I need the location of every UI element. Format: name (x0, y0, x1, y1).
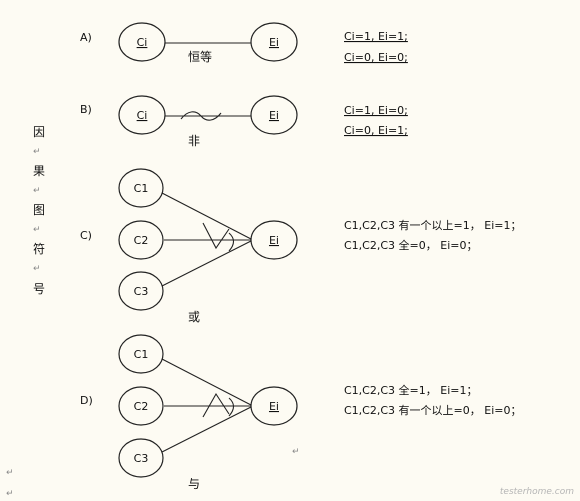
cause-node-label: Ci (137, 109, 148, 122)
paragraph-mark: ↵ (6, 468, 14, 478)
title-char: 号 (33, 282, 45, 296)
paragraph-mark: ↵ (6, 489, 14, 499)
section-label: B) (80, 103, 92, 116)
rule-line: C1,C2,C3 有一个以上=1， Ei=1； (344, 218, 521, 232)
cause-node (118, 168, 164, 208)
section-label: D) (80, 394, 93, 407)
cause-node-label: C3 (134, 285, 149, 298)
paragraph-mark: ↵ (33, 147, 41, 157)
and-arc (228, 397, 235, 417)
cause-node-label: C1 (134, 182, 149, 195)
title-char: 符 (33, 241, 45, 256)
relation-label: 或 (188, 310, 200, 324)
cause-node (118, 220, 164, 260)
vertical-title: 因 ↵ 果 ↵ 图 ↵ 符 ↵ 号 (33, 125, 45, 296)
rule-line: C1,C2,C3 有一个以上=0， Ei=0； (344, 403, 521, 417)
and-symbol (202, 392, 230, 418)
section-or: C) C1 C2 C3 Ei 或 C1,C2,C3 有一个以上=1， Ei=1；… (80, 168, 521, 324)
or-edge (161, 240, 252, 287)
cause-node-label: C3 (134, 452, 149, 465)
effect-node (250, 22, 298, 62)
or-symbol (202, 222, 230, 250)
cause-node (118, 438, 164, 478)
or-arc (228, 232, 235, 252)
cause-node-label: C2 (134, 234, 149, 247)
paragraph-mark: ↵ (292, 447, 300, 457)
cause-node-label: C2 (134, 400, 149, 413)
relation-label: 非 (188, 134, 200, 148)
section-not: B) Ci Ei 非 Ci=1, Ei=0; Ci=0, Ei=1; (80, 95, 408, 148)
cause-node (118, 386, 164, 426)
section-identity: A) Ci Ei 恒等 Ci=1, Ei=1; Ci=0, Ei=0; (80, 22, 408, 64)
title-char: 果 (33, 164, 45, 178)
negation-tilde (180, 111, 222, 121)
effect-node (250, 386, 298, 426)
and-edge (161, 358, 252, 406)
watermark: testerhome.com (500, 487, 574, 497)
paragraph-mark: ↵ (33, 186, 41, 196)
rule-line: C1,C2,C3 全=1， Ei=1； (344, 383, 477, 397)
section-and: D) C1 C2 C3 Ei 与 C1,C2,C3 全=1， Ei=1； C1,… (80, 334, 521, 491)
effect-node-label: Ei (269, 109, 279, 122)
cause-node (118, 334, 164, 374)
rule-line: C1,C2,C3 全=0， Ei=0； (344, 238, 477, 252)
paragraph-mark: ↵ (33, 264, 41, 274)
relation-label: 恒等 (188, 50, 212, 64)
section-label: C) (80, 229, 92, 242)
title-char: 图 (33, 203, 45, 217)
cause-node (118, 22, 166, 62)
paragraph-mark: ↵ (33, 225, 41, 235)
effect-node-label: Ei (269, 36, 279, 49)
or-edge (161, 192, 252, 240)
rule-line: Ci=0, Ei=0; (344, 51, 408, 64)
and-edge (161, 406, 252, 453)
rule-line: Ci=0, Ei=1; (344, 124, 408, 137)
title-char: 因 (33, 125, 45, 139)
cause-node-label: C1 (134, 348, 149, 361)
cause-node (118, 95, 166, 135)
rule-line: Ci=1, Ei=1; (344, 30, 408, 43)
cause-node (118, 271, 164, 311)
effect-node-label: Ei (269, 234, 279, 247)
relation-label: 与 (188, 477, 200, 491)
effect-node (250, 95, 298, 135)
effect-node (250, 220, 298, 260)
cause-node-label: Ci (137, 36, 148, 49)
rule-line: Ci=1, Ei=0; (344, 104, 408, 117)
effect-node-label: Ei (269, 400, 279, 413)
section-label: A) (80, 31, 92, 44)
